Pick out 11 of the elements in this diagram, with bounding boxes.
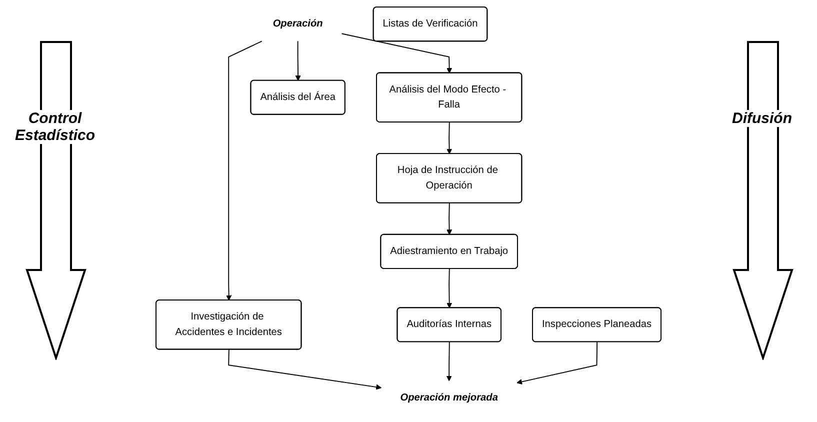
arrow bbox=[516, 342, 598, 384]
arrow bbox=[446, 268, 452, 308]
node-text: Operación bbox=[272, 18, 323, 30]
arrow bbox=[446, 342, 452, 382]
arrow bbox=[446, 122, 452, 154]
node-text: Operación mejorada bbox=[400, 392, 498, 403]
arrow bbox=[341, 33, 452, 74]
arrow bbox=[295, 40, 301, 81]
arrow bbox=[226, 40, 262, 301]
arrow bbox=[446, 202, 452, 235]
arrow bbox=[228, 349, 382, 390]
